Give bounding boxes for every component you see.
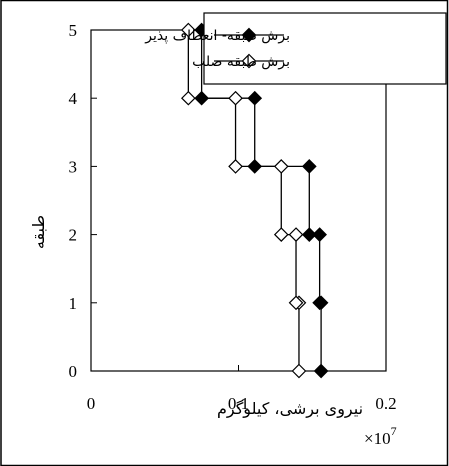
y-tick-label: 0 bbox=[69, 362, 78, 381]
legend-marker-rigid bbox=[241, 53, 257, 69]
x-axis-multiplier: ×107 bbox=[364, 424, 397, 448]
y-tick-label: 3 bbox=[69, 157, 78, 176]
y-axis-title: طبقه bbox=[29, 215, 48, 249]
ticks-layer: 0 0.1 0.2 0 1 2 3 4 5 bbox=[69, 21, 397, 413]
series-layer bbox=[181, 22, 329, 379]
legend-label-rigid: برش طبقه صلب bbox=[192, 54, 290, 70]
open-diamond-marker bbox=[228, 90, 243, 106]
filled-diamond-marker bbox=[301, 159, 317, 174]
x-axis-title: نیروی برشی، کیلوگرم bbox=[217, 399, 363, 419]
filled-diamond-marker bbox=[313, 363, 329, 379]
x-tick-label: 0 bbox=[87, 394, 96, 413]
filled-diamond-marker bbox=[247, 90, 263, 106]
x-tick-label: 0.2 bbox=[375, 394, 396, 413]
open-diamond-marker bbox=[288, 295, 304, 311]
legend-box bbox=[203, 12, 447, 85]
legend-label-flexible: برش طبقه- انعطاف پذیر bbox=[144, 28, 290, 44]
open-diamond-marker bbox=[273, 159, 289, 174]
y-tick-label: 5 bbox=[69, 21, 78, 40]
open-diamond-marker bbox=[273, 227, 289, 242]
open-diamond-marker bbox=[228, 159, 243, 174]
x-multiplier-exponent: 7 bbox=[391, 424, 397, 438]
open-diamond-marker bbox=[291, 363, 307, 379]
filled-diamond-marker bbox=[301, 227, 317, 242]
open-diamond-marker bbox=[181, 22, 196, 38]
legend: برش طبقه- انعطاف پذیر برش طبقه صلب bbox=[144, 12, 447, 85]
filled-diamond-marker bbox=[312, 295, 327, 311]
open-diamond-marker bbox=[181, 90, 196, 106]
y-tick-label: 1 bbox=[69, 294, 78, 313]
open-diamond-marker bbox=[288, 227, 304, 242]
x-multiplier-base: ×10 bbox=[364, 429, 391, 448]
legend-marker-flexible bbox=[241, 27, 257, 43]
filled-diamond-marker bbox=[312, 227, 327, 242]
y-tick-label: 2 bbox=[69, 226, 78, 245]
y-tick-label: 4 bbox=[69, 89, 78, 108]
x-tick-label: 0.1 bbox=[228, 394, 249, 413]
